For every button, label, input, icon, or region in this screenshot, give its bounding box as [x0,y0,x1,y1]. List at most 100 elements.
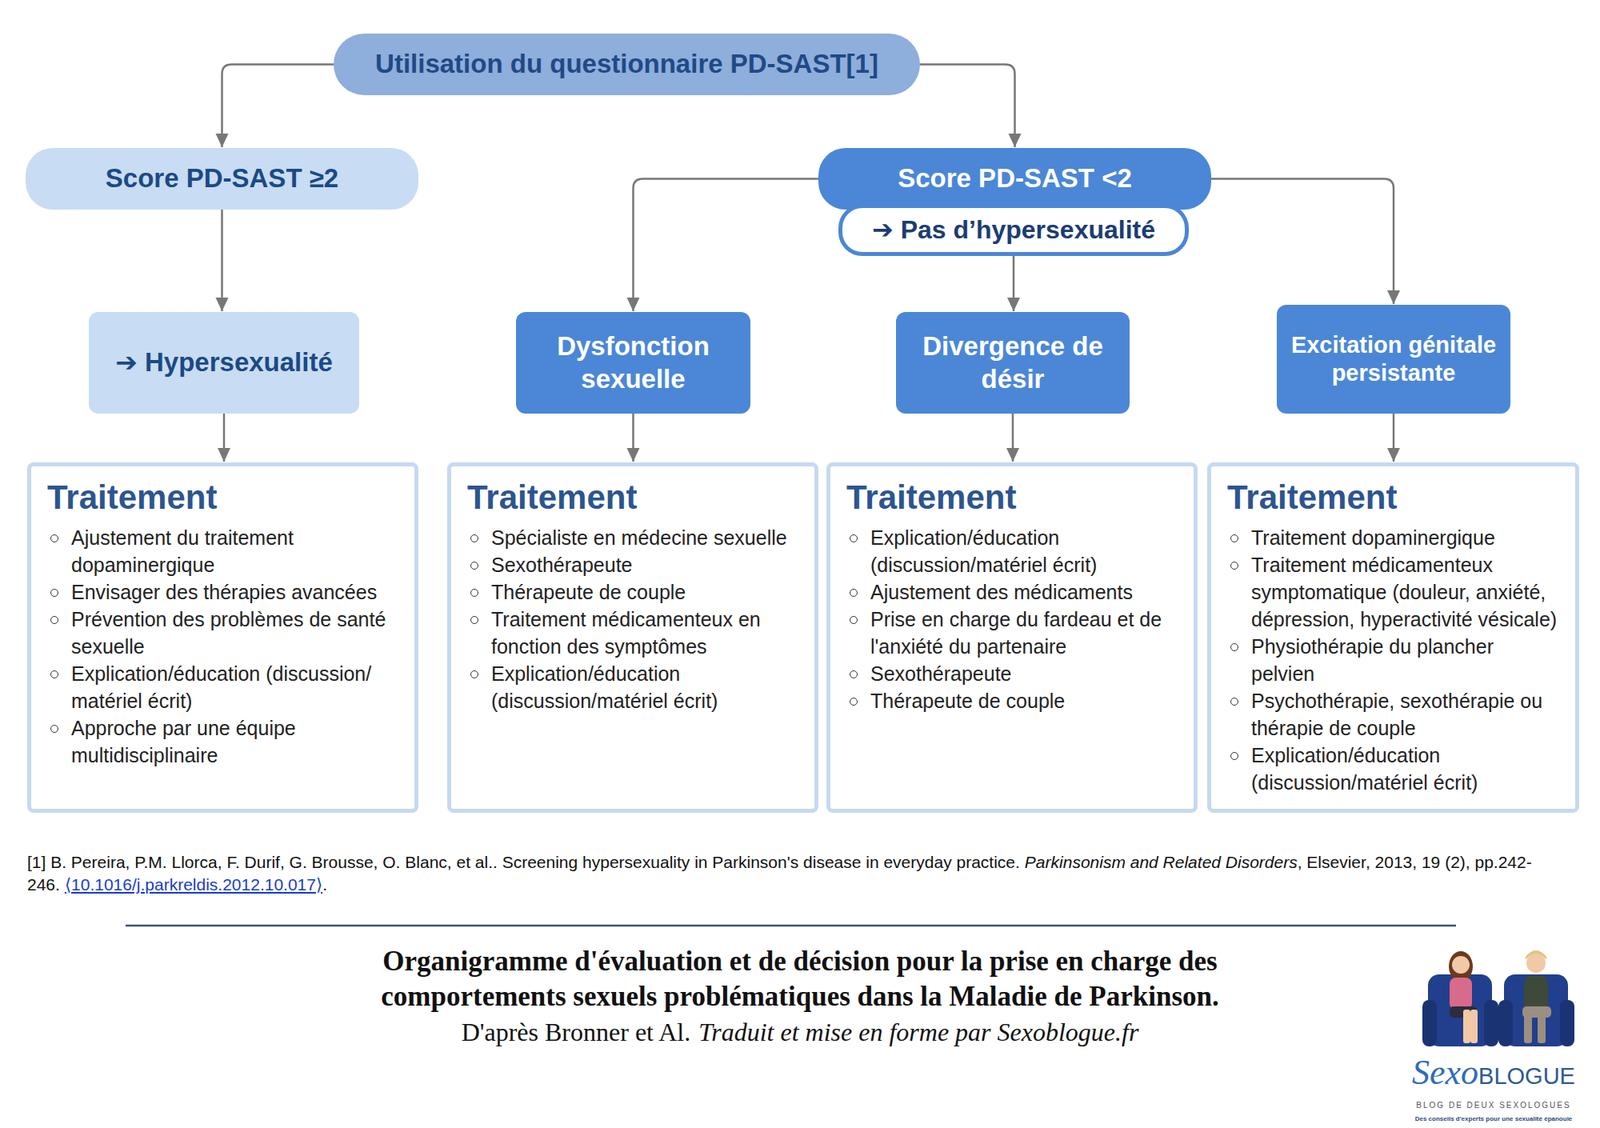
bullet-text: Spécialiste en médecine sexuelle [491,524,802,552]
bullet-text: Envisager des thérapies avancées [71,578,402,606]
bullet-text: Thérapeute de couple [491,578,802,606]
bullet-text: Prévention des problèmes de santé sexuel… [71,605,402,660]
bullet-item: Thérapeute de couple [467,578,802,606]
logo-row: SexoBLOGUE [1393,1054,1594,1099]
bullet-item: Thérapeute de couple [846,687,1181,715]
reference-text: [1] B. Pereira, P.M. Llorca, F. Durif, G… [27,852,1020,872]
bullet-item: Traitement dopaminergique [1227,524,1563,552]
bullet-marker [1230,561,1239,570]
logo-tagline: BLOG DE DEUX SEXOLOGUES [1416,1100,1571,1110]
bullet-marker [849,616,858,624]
bullet-marker [1230,534,1239,543]
outcome-box: ➔ Hypersexualité [88,312,360,414]
bullet-marker [50,616,59,624]
bullet-text: Sexothérapeute [870,660,1181,688]
bullet-marker [470,616,479,624]
reference-text: . [322,875,328,894]
bullet-item: Explication/éducation (discussion/matéri… [846,524,1181,579]
caption-area: Organigramme d'évaluation et de décision… [312,944,1288,1055]
bullet-marker [50,588,59,597]
bullet-text: Approche par une équipe multidisciplinai… [71,714,402,769]
logo-word: Sexo [1412,1052,1479,1092]
connector [1012,413,1015,462]
bullet-item: Explication/éducation (discussion/ matér… [47,660,402,715]
bullet-marker [470,561,479,570]
bullet-text: Explication/éducation (discussion/matéri… [491,660,802,715]
bullet-item: Sexothérapeute [846,660,1181,688]
bullet-text: Ajustement du traitement dopaminergique [71,524,402,579]
bullet-item: Psychothérapie, sexothérapie ou thérapie… [1227,687,1563,742]
connector [632,413,635,462]
outcome-box: Dysfonction sexuelle [516,312,751,414]
bullet-text: Traitement dopaminergique [1251,524,1563,552]
bullet-item: Envisager des thérapies avancées [47,578,402,606]
logo-row: BLOG DE DEUX SEXOLOGUES [1393,1098,1594,1112]
connector [920,64,1016,148]
bullet-item: Sexothérapeute [467,551,802,579]
journal-name: Parkinsonism and Related Disorders [1024,852,1298,872]
bullet-text: Prise en charge du fardeau et de l'anxié… [870,605,1181,660]
treatment-box: TraitementTraitement dopaminergiqueTrait… [1207,462,1580,813]
bullet-text: Explication/éducation (discussion/ matér… [71,660,402,715]
node-label: ➔ Pas d’hypersexualité [872,214,1156,246]
node-label: Dysfonction sexuelle [528,330,738,396]
bullet-marker [470,534,479,543]
box-heading: Traitement [47,477,402,518]
reference-note: [1] B. Pereira, P.M. Llorca, F. Durif, G… [27,851,1568,896]
box-heading: Traitement [1227,477,1563,518]
bullet-text: Explication/éducation (discussion/matéri… [1251,741,1563,796]
outcome-box: Divergence de désir [896,312,1130,414]
bullet-item: Explication/éducation (discussion/matéri… [467,660,802,715]
doi-link: ⟨10.1016/j.parkreldis.2012.10.017⟩ [64,875,323,894]
bullet-item: Spécialiste en médecine sexuelle [467,524,802,552]
start-pill: Utilisation du questionnaire PD-SAST[1] [333,33,920,96]
node-label: Utilisation du questionnaire PD-SAST[1] [375,48,879,80]
bullet-marker [849,697,858,706]
node-label: ➔ Hypersexualité [115,346,333,379]
bullet-marker [470,670,479,679]
bullet-text: Physiothérapie du plancher pelvien [1251,632,1563,688]
connector [1211,179,1394,305]
connector [220,209,224,312]
caption-line: D'après Bronner et Al.Traduit et mise en… [312,1014,1288,1055]
bullet-marker [1230,752,1239,760]
logo-word: BLOGUE [1478,1063,1576,1089]
figure-caption: Organigramme d'évaluation et de décision… [312,944,1288,1015]
bullet-marker [470,588,479,597]
score-pill: Score PD-SAST <2 [818,148,1212,210]
bullet-text: Sexothérapeute [491,551,802,579]
divider-line [125,924,1456,928]
bullet-item: Explication/éducation (discussion/matéri… [1227,741,1563,796]
credit-note: Traduit et mise en forme par Sexoblogue.… [698,1017,1139,1047]
score-pill: Score PD-SAST ≥2 [25,148,419,210]
connector [1012,256,1016,312]
bullet-marker [1230,697,1239,706]
outcome-box: Excitation génitale persistante [1276,304,1511,414]
bullet-marker [849,588,858,597]
bullet-text: Traitement médicamenteux en fonction des… [491,605,802,660]
logo-tagline: Des conseils d'experts pour une sexualit… [1415,1115,1573,1123]
bullet-item: Prévention des problèmes de santé sexuel… [47,605,402,660]
connector [1392,413,1396,462]
logo-illustration [1422,950,1575,1047]
bullet-marker [849,670,858,679]
bullet-marker [50,670,59,679]
box-heading: Traitement [846,477,1181,518]
result-pill: ➔ Pas d’hypersexualité [838,204,1189,256]
connector [223,413,226,462]
treatment-box: TraitementExplication/éducation (discuss… [826,462,1198,813]
bullet-item: Traitement médicamenteux symptomatique (… [1227,551,1563,633]
treatment-box: TraitementSpécialiste en médecine sexuel… [447,462,819,813]
bullet-marker [50,724,59,733]
bullet-text: Thérapeute de couple [870,687,1181,715]
node-label: Divergence de désir [908,330,1117,396]
node-label: Score PD-SAST <2 [897,162,1132,195]
bullet-text: Traitement médicamenteux symptomatique (… [1251,551,1563,633]
connector [222,64,335,148]
logo-text: SexoBLOGUEBLOG DE DEUX SEXOLOGUESDes con… [1393,1054,1594,1125]
bullet-marker [849,534,858,543]
logo-row: Des conseils d'experts pour une sexualit… [1393,1111,1594,1125]
bullet-text: Psychothérapie, sexothérapie ou thérapie… [1251,687,1563,742]
bullet-item: Traitement médicamenteux en fonction des… [467,605,802,660]
treatment-box: TraitementAjustement du traitement dopam… [27,462,419,813]
